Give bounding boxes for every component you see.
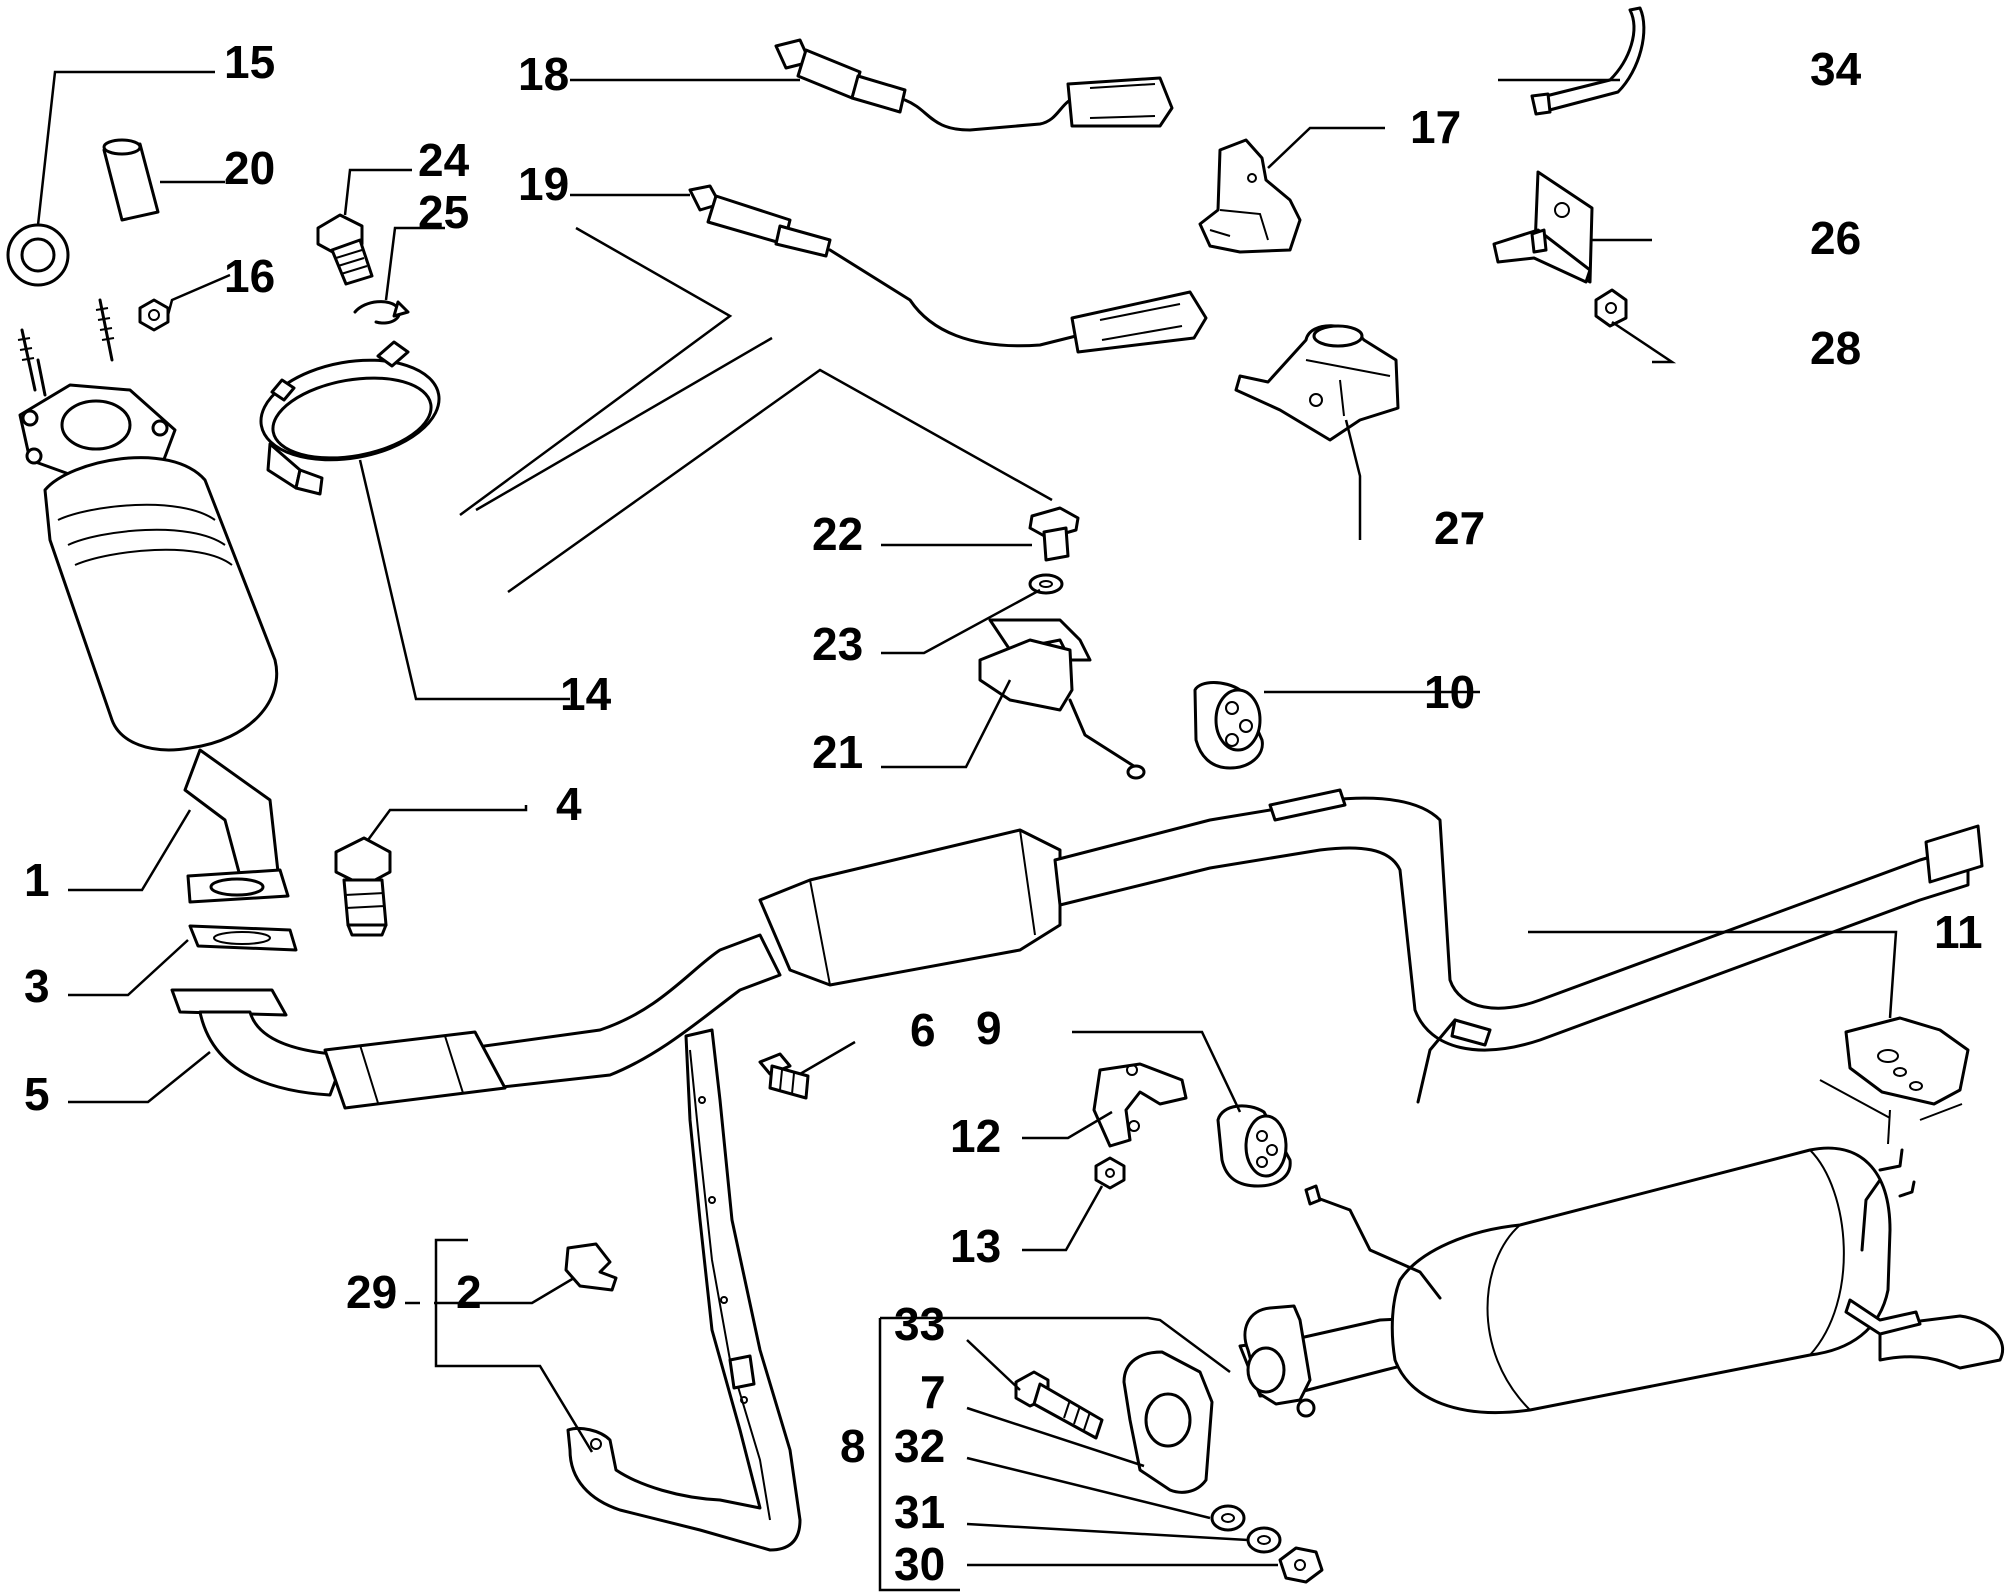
label-6: 6 <box>910 1004 936 1056</box>
part-7-flange <box>1122 1350 1214 1494</box>
label-20: 20 <box>224 142 275 194</box>
label-29: 29 <box>346 1266 397 1318</box>
label-33: 33 <box>894 1298 945 1350</box>
part-19-lambda-sensor <box>688 184 1208 354</box>
part-15-gasket-ring <box>6 223 70 287</box>
label-27: 27 <box>1434 502 1485 554</box>
part-16-nut <box>138 298 170 332</box>
part-34-cable-tie <box>1530 6 1646 116</box>
label-23: 23 <box>812 618 863 670</box>
part-labels: 15 20 16 24 25 14 18 19 34 17 26 28 27 1… <box>24 36 1983 1590</box>
part-2-clip <box>564 1242 618 1292</box>
part-3-gasket <box>188 924 298 952</box>
label-11: 11 <box>1934 906 1983 958</box>
label-22: 22 <box>812 508 863 560</box>
part-14-clamp <box>259 340 441 496</box>
part-6-bolt <box>758 1052 810 1100</box>
part-1-catalytic-converter <box>17 298 290 904</box>
part-27-bracket <box>1234 324 1400 442</box>
label-32: 32 <box>894 1420 945 1472</box>
label-10: 10 <box>1424 666 1475 718</box>
part-33-screw <box>1014 1370 1104 1440</box>
label-15: 15 <box>224 36 275 88</box>
label-24: 24 <box>418 134 470 186</box>
reference-lines <box>459 226 1053 594</box>
label-25: 25 <box>418 186 469 238</box>
part-5-front-pipe-assembly <box>170 788 1984 1110</box>
label-34: 34 <box>1810 43 1862 95</box>
part-28-nut <box>1594 288 1628 328</box>
label-28: 28 <box>1810 322 1861 374</box>
label-1: 1 <box>24 854 50 906</box>
label-12: 12 <box>950 1110 1001 1162</box>
part-4-bolt <box>334 836 392 937</box>
part-12-bracket <box>1092 1062 1188 1148</box>
part-17-bracket <box>1198 138 1302 254</box>
label-8: 8 <box>840 1420 866 1472</box>
part-29-heat-shield <box>566 1028 802 1552</box>
label-26: 26 <box>1810 212 1861 264</box>
leader-lines <box>36 70 1898 1592</box>
part-23-washer <box>1028 573 1064 595</box>
part-25-rotation-arrow <box>353 300 410 325</box>
label-9: 9 <box>976 1002 1002 1054</box>
label-3: 3 <box>24 960 50 1012</box>
label-31: 31 <box>894 1486 945 1538</box>
label-14: 14 <box>560 668 612 720</box>
part-11-rubber-mount <box>1819 1016 1970 1145</box>
part-31-washer <box>1246 1526 1282 1554</box>
part-20-sleeve <box>102 138 160 222</box>
part-10-rubber-mount <box>1193 681 1264 770</box>
part-22-bolt <box>1028 506 1080 562</box>
part-13-nut <box>1094 1156 1126 1190</box>
part-26-bracket <box>1492 170 1594 284</box>
label-17: 17 <box>1410 101 1461 153</box>
label-19: 19 <box>518 158 569 210</box>
part-18-lambda-sensor <box>774 38 1174 132</box>
part-rear-silencer <box>1238 1146 2004 1418</box>
label-30: 30 <box>894 1538 945 1590</box>
part-24-screw <box>316 213 374 286</box>
part-9-rubber-mount <box>1216 1104 1292 1188</box>
label-16: 16 <box>224 250 275 302</box>
label-2: 2 <box>456 1266 482 1318</box>
part-30-nut <box>1278 1546 1324 1584</box>
label-18: 18 <box>518 48 569 100</box>
label-5: 5 <box>24 1068 50 1120</box>
part-32-washer <box>1210 1504 1246 1532</box>
label-4: 4 <box>556 778 582 830</box>
part-21-bracket <box>978 618 1146 780</box>
label-7: 7 <box>920 1366 946 1418</box>
label-21: 21 <box>812 726 863 778</box>
label-13: 13 <box>950 1220 1001 1272</box>
